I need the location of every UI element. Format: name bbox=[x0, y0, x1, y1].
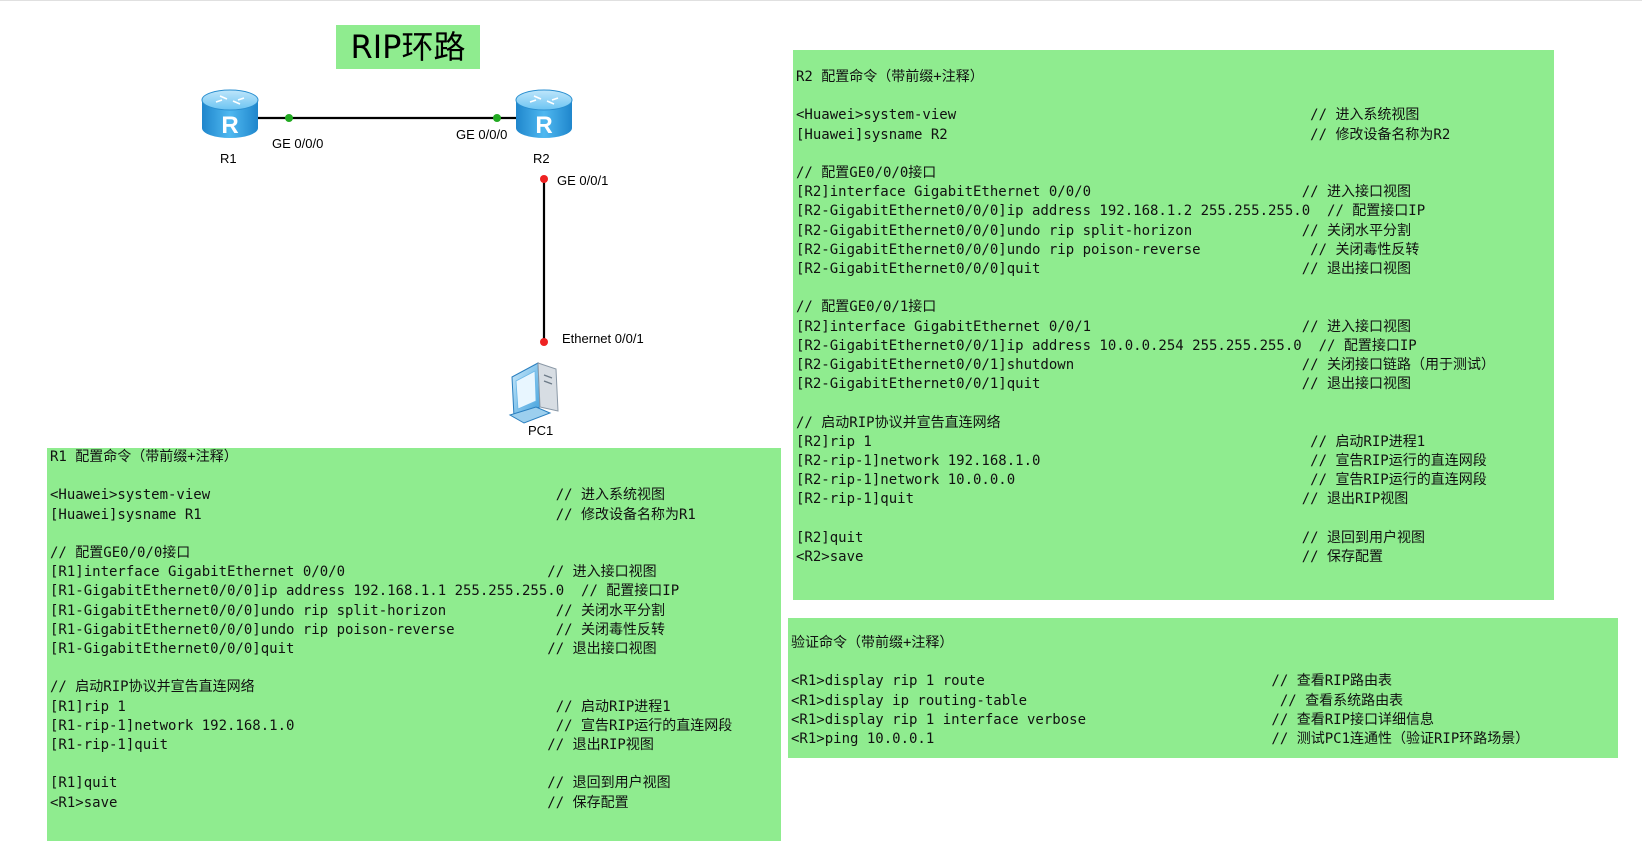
router-icon[interactable]: R bbox=[201, 89, 259, 139]
verify-commands-text: 验证命令（带前缀+注释） <R1>display rip 1 route // … bbox=[791, 635, 1530, 748]
port-status-up-dot bbox=[493, 114, 501, 122]
r1-config-text: R1 配置命令（带前缀+注释） <Huawei>system-view // 进… bbox=[50, 449, 733, 811]
device-label-pc1: PC1 bbox=[528, 423, 554, 438]
router-icon[interactable]: R bbox=[515, 89, 573, 139]
pc-icon[interactable] bbox=[508, 362, 559, 424]
verify-commands-panel: 验证命令（带前缀+注释） <R1>display rip 1 route // … bbox=[788, 618, 1618, 758]
r2-config-panel: R2 配置命令（带前缀+注释） <Huawei>system-view // 进… bbox=[793, 50, 1554, 600]
device-label-r1: R1 bbox=[220, 151, 237, 166]
port-label-r2-ge001: GE 0/0/1 bbox=[557, 173, 609, 188]
port-status-down-dot bbox=[540, 175, 548, 183]
port-label-r2-ge000: GE 0/0/0 bbox=[456, 127, 508, 142]
top-border bbox=[0, 0, 1642, 1]
svg-text:R: R bbox=[535, 112, 552, 139]
device-label-r2: R2 bbox=[533, 151, 550, 166]
r2-config-text: R2 配置命令（带前缀+注释） <Huawei>system-view // 进… bbox=[796, 69, 1496, 566]
port-status-down-dot bbox=[540, 338, 548, 346]
network-topology: R R bbox=[201, 89, 573, 424]
port-label-pc1-eth001: Ethernet 0/0/1 bbox=[562, 331, 644, 346]
svg-text:R: R bbox=[221, 112, 238, 139]
r1-config-panel: R1 配置命令（带前缀+注释） <Huawei>system-view // 进… bbox=[47, 448, 781, 841]
port-status-up-dot bbox=[285, 114, 293, 122]
port-label-r1-ge000: GE 0/0/0 bbox=[272, 136, 324, 151]
diagram-title: RIP环路 bbox=[336, 25, 480, 69]
